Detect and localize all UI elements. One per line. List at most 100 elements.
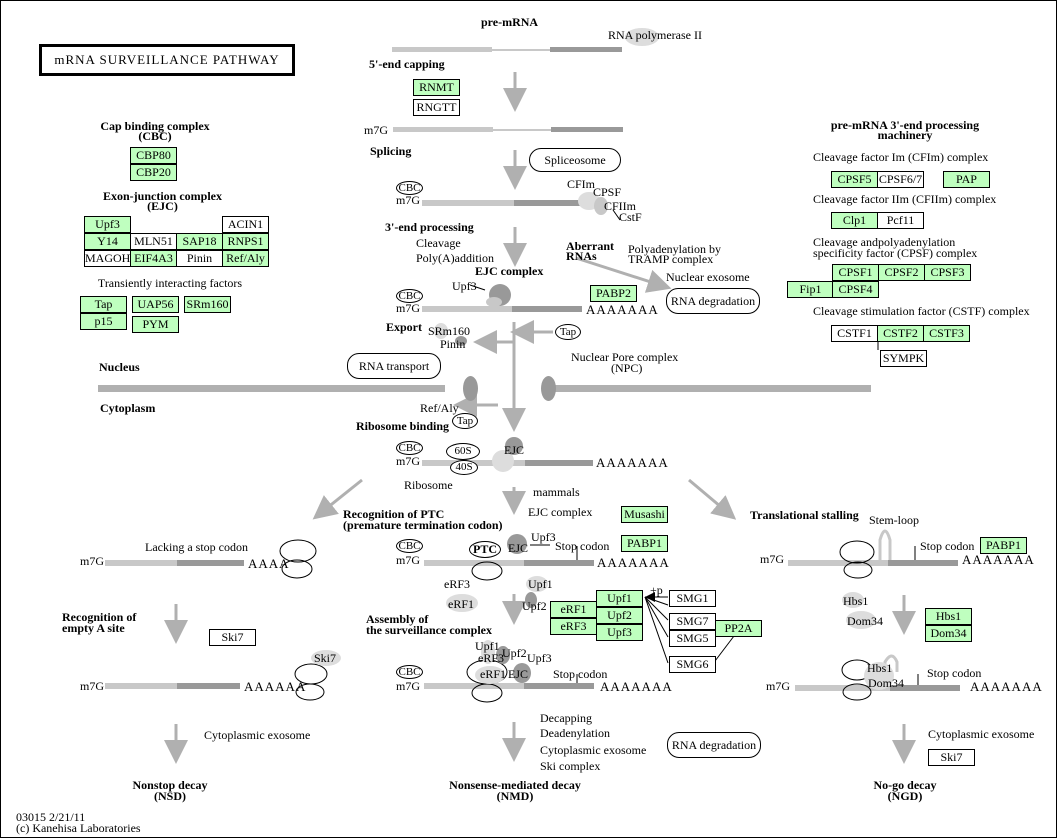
gene-cstf1[interactable]: CSTF1 [831, 325, 878, 342]
m7g-label: m7G [396, 679, 420, 693]
gene-smg7[interactable]: SMG7 [669, 613, 716, 630]
splicing-label: Splicing [370, 144, 412, 158]
gene-pinin[interactable]: Pinin [176, 250, 223, 267]
gene-cpsf2[interactable]: CPSF2 [878, 264, 925, 281]
gene-erf1[interactable]: eRF1 [550, 601, 597, 618]
stop-codon-label-ngd: Stop codon [920, 539, 975, 553]
refaly-label: Ref/Aly [420, 401, 459, 415]
flow-arrows [164, 72, 916, 764]
gene-pp2a[interactable]: PP2A [715, 620, 762, 637]
gene-sap18[interactable]: SAP18 [176, 233, 223, 250]
gene-musashi[interactable]: Musashi [621, 506, 668, 523]
ejc-blob [507, 534, 527, 554]
aberrant-label2: RNAs [566, 249, 597, 263]
gene-sympk[interactable]: SYMPK [880, 350, 927, 367]
gene-pabp2[interactable]: PABP2 [590, 285, 637, 302]
rna-degradation-link[interactable]: RNA degradation [666, 288, 760, 314]
gene-hbs1[interactable]: Hbs1 [925, 608, 972, 625]
gene-upf1[interactable]: Upf1 [596, 590, 643, 607]
cfiim-blob [594, 197, 608, 215]
gene-refaly[interactable]: Ref/Aly [222, 250, 269, 267]
nucleus-label: Nucleus [99, 360, 140, 374]
gene-ski7[interactable]: Ski7 [209, 629, 256, 646]
stop-codon-label-2: Stop codon [553, 667, 608, 681]
ejc-complex-label: EJC complex [475, 264, 544, 278]
gene-cbp20[interactable]: CBP20 [130, 164, 177, 181]
pathway-title: mRNA SURVEILLANCE PATHWAY [39, 44, 295, 76]
gene-tap[interactable]: Tap [80, 296, 127, 313]
recognition-ptc-label: Recognition of PTC [343, 507, 445, 521]
nsd-subtitle: (NSD) [154, 789, 186, 803]
gene-cstf3[interactable]: CSTF3 [923, 325, 970, 342]
gene-cpsf4[interactable]: CPSF4 [832, 281, 879, 298]
gene-erf3[interactable]: eRF3 [550, 618, 597, 635]
npc-label2: (NPC) [611, 361, 643, 375]
mammals-label: mammals [533, 485, 580, 499]
recognition-ptc-label2: (premature termination codon) [343, 518, 503, 532]
gene-cpsf3[interactable]: CPSF3 [924, 264, 971, 281]
rna-degradation-link-2[interactable]: RNA degradation [667, 732, 761, 758]
60s-subunit: 60S [446, 443, 480, 460]
gene-pym[interactable]: PYM [132, 316, 179, 333]
gene-cpsf67[interactable]: CPSF6/7 [877, 171, 924, 188]
stem-loop [878, 529, 892, 560]
gene-mln51[interactable]: MLN51 [130, 233, 177, 250]
gene-rngtt[interactable]: RNGTT [413, 99, 460, 116]
dom34-label: Dom34 [847, 614, 883, 628]
gene-pap[interactable]: PAP [943, 171, 990, 188]
premrna-strand [392, 47, 622, 52]
gene-fip1[interactable]: Fip1 [787, 281, 834, 298]
gene-srm160[interactable]: SRm160 [184, 296, 231, 313]
gene-pabp1[interactable]: PABP1 [621, 535, 668, 552]
upf2-label: Upf2 [522, 599, 547, 613]
m7g-label: m7G [760, 552, 784, 566]
recognition-a-site-label: Recognition of [62, 610, 137, 624]
gene-y14[interactable]: Y14 [84, 233, 131, 250]
erf1-label: eRF1 [448, 597, 475, 611]
cpsf-label: CPSF [593, 185, 622, 199]
nsd-title: Nonstop decay [132, 778, 208, 792]
gene-pabp1-ngd[interactable]: PABP1 [980, 537, 1027, 554]
hbs1-label: Hbs1 [843, 594, 869, 608]
decapping-label: Decapping [540, 711, 592, 725]
gene-magoh[interactable]: MAGOH [84, 250, 131, 267]
40s-subunit: 40S [450, 460, 478, 475]
m7g-label: m7G [396, 454, 420, 468]
gene-rnmt[interactable]: RNMT [413, 79, 460, 96]
spliceosome-link[interactable]: Spliceosome [529, 148, 621, 172]
gene-p15[interactable]: p15 [80, 313, 127, 330]
m7g-label: m7G [396, 301, 420, 315]
gene-upf3[interactable]: Upf3 [596, 624, 643, 641]
gene-uap56[interactable]: UAP56 [132, 296, 179, 313]
cbc-oval: CBC [396, 665, 423, 679]
cpsf-label: Cleavage andpolyadenylation [813, 235, 956, 249]
nuclear-exosome-label: Nuclear exosome [666, 270, 750, 284]
gene-smg5[interactable]: SMG5 [669, 630, 716, 647]
polya-tail: AAAAAAA [586, 302, 659, 317]
gene-eif4a3[interactable]: EIF4A3 [130, 250, 177, 267]
gene-ski7-ngd[interactable]: Ski7 [928, 749, 975, 766]
gene-smg6[interactable]: SMG6 [669, 656, 716, 673]
gene-cpsf5[interactable]: CPSF5 [831, 171, 878, 188]
gene-acin1[interactable]: ACIN1 [222, 216, 269, 233]
end3-label: 3'-end processing [385, 220, 474, 234]
gene-rnps1[interactable]: RNPS1 [222, 233, 269, 250]
gene-dom34[interactable]: Dom34 [925, 625, 972, 642]
gene-smg1[interactable]: SMG1 [669, 590, 716, 607]
ribosome-blob [492, 450, 514, 472]
upf3-label: Upf3 [452, 279, 477, 293]
cstf-label: CstF [619, 210, 642, 224]
cbc-oval: CBC [396, 441, 423, 455]
gene-cpsf1[interactable]: CPSF1 [832, 264, 879, 281]
m7g-label: m7G [80, 554, 104, 568]
gene-cstf2[interactable]: CSTF2 [877, 325, 924, 342]
gene-upf2[interactable]: Upf2 [596, 607, 643, 624]
gene-clp1[interactable]: Clp1 [831, 212, 878, 229]
gene-pcf11[interactable]: Pcf11 [877, 212, 924, 229]
polya-tail: AAAAAAA [962, 552, 1035, 567]
rna-transport-link[interactable]: RNA transport [347, 353, 441, 379]
gene-cbp80[interactable]: CBP80 [130, 147, 177, 164]
ski7-blob [311, 650, 341, 666]
npc-left [463, 376, 478, 401]
gene-upf3[interactable]: Upf3 [84, 216, 131, 233]
